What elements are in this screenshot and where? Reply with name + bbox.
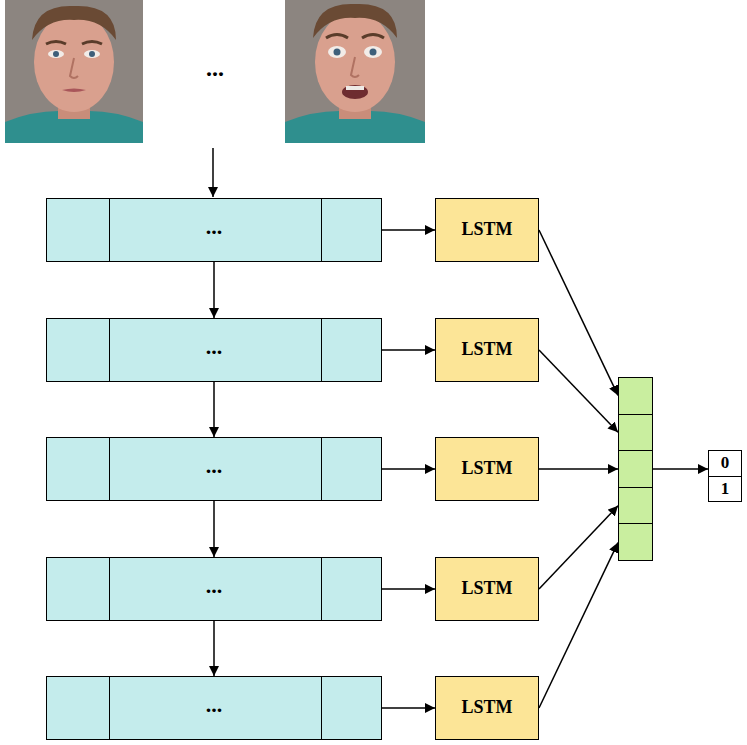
iris [370, 49, 377, 56]
ellipsis-label: ... [206, 216, 223, 244]
photo-background [285, 0, 425, 143]
teeth [346, 86, 364, 90]
arrow-connector [382, 349, 435, 351]
arrow-connector [539, 230, 618, 395]
cell-divider [109, 199, 110, 261]
arrow-connector [213, 262, 215, 318]
cell-divider [619, 414, 652, 415]
eye [328, 46, 346, 58]
cell-divider [109, 677, 110, 739]
feature-layer-box: ... [46, 318, 382, 382]
eye [84, 50, 100, 58]
face-photo [285, 0, 425, 143]
cell-divider [109, 319, 110, 381]
arrow-connector [213, 501, 215, 557]
cell-divider [321, 438, 322, 500]
photo-background [5, 0, 143, 143]
iris [53, 51, 59, 57]
fusion-vector [618, 377, 653, 561]
arrow-connector [213, 621, 215, 676]
lstm-label: LSTM [461, 578, 512, 600]
nose [351, 57, 359, 77]
output-box: 01 [708, 450, 742, 502]
arrow-connector [213, 382, 215, 437]
iris [89, 51, 95, 57]
ellipsis-label: ... [206, 694, 223, 722]
feature-layer-box: ... [46, 437, 382, 501]
lstm-box: LSTM [435, 437, 539, 501]
eye [48, 50, 64, 58]
lstm-box: LSTM [435, 318, 539, 382]
arrow-connector [382, 588, 435, 590]
lstm-box: LSTM [435, 557, 539, 621]
arrow-connector [539, 543, 618, 708]
ellipsis-label: ... [206, 336, 223, 364]
ellipsis-label: ... [206, 55, 224, 82]
lstm-box: LSTM [435, 676, 539, 740]
arrow-connector [382, 468, 435, 470]
face-photo [5, 0, 143, 143]
open-mouth [342, 85, 368, 99]
cell-divider [619, 450, 652, 451]
lstm-box: LSTM [435, 198, 539, 262]
brow [362, 35, 384, 39]
feature-layer-box: ... [46, 676, 382, 740]
face [34, 12, 114, 112]
brow [82, 42, 102, 45]
cell-divider [109, 438, 110, 500]
brow [46, 42, 66, 45]
hair [313, 4, 397, 38]
lstm-label: LSTM [461, 458, 512, 480]
iris [334, 49, 341, 56]
lstm-label: LSTM [461, 339, 512, 361]
input-arrow [212, 148, 214, 197]
lstm-label: LSTM [461, 697, 512, 719]
cell-divider [321, 199, 322, 261]
cell-divider [619, 487, 652, 488]
arrow-connector [539, 350, 618, 432]
cell-divider [321, 677, 322, 739]
ellipsis-label: ... [206, 575, 223, 603]
arrow-connector [539, 506, 618, 589]
mouth [62, 89, 86, 93]
cell-divider [321, 558, 322, 620]
feature-layer-box: ... [46, 557, 382, 621]
face [315, 12, 395, 112]
arrow-connector [382, 229, 435, 231]
output-class-label: 0 [709, 451, 741, 476]
nose [70, 58, 78, 78]
cell-divider [619, 523, 652, 524]
ellipsis-label: ... [206, 455, 223, 483]
cell-divider [321, 319, 322, 381]
arrow-connector [382, 707, 435, 709]
arrow-connector [653, 468, 708, 470]
lstm-label: LSTM [461, 219, 512, 241]
output-class-label: 1 [709, 476, 741, 502]
brow [326, 35, 348, 39]
cell-divider [109, 558, 110, 620]
arrow-connector [539, 468, 618, 470]
eye [364, 46, 382, 58]
hair [32, 6, 116, 40]
feature-layer-box: ... [46, 198, 382, 262]
